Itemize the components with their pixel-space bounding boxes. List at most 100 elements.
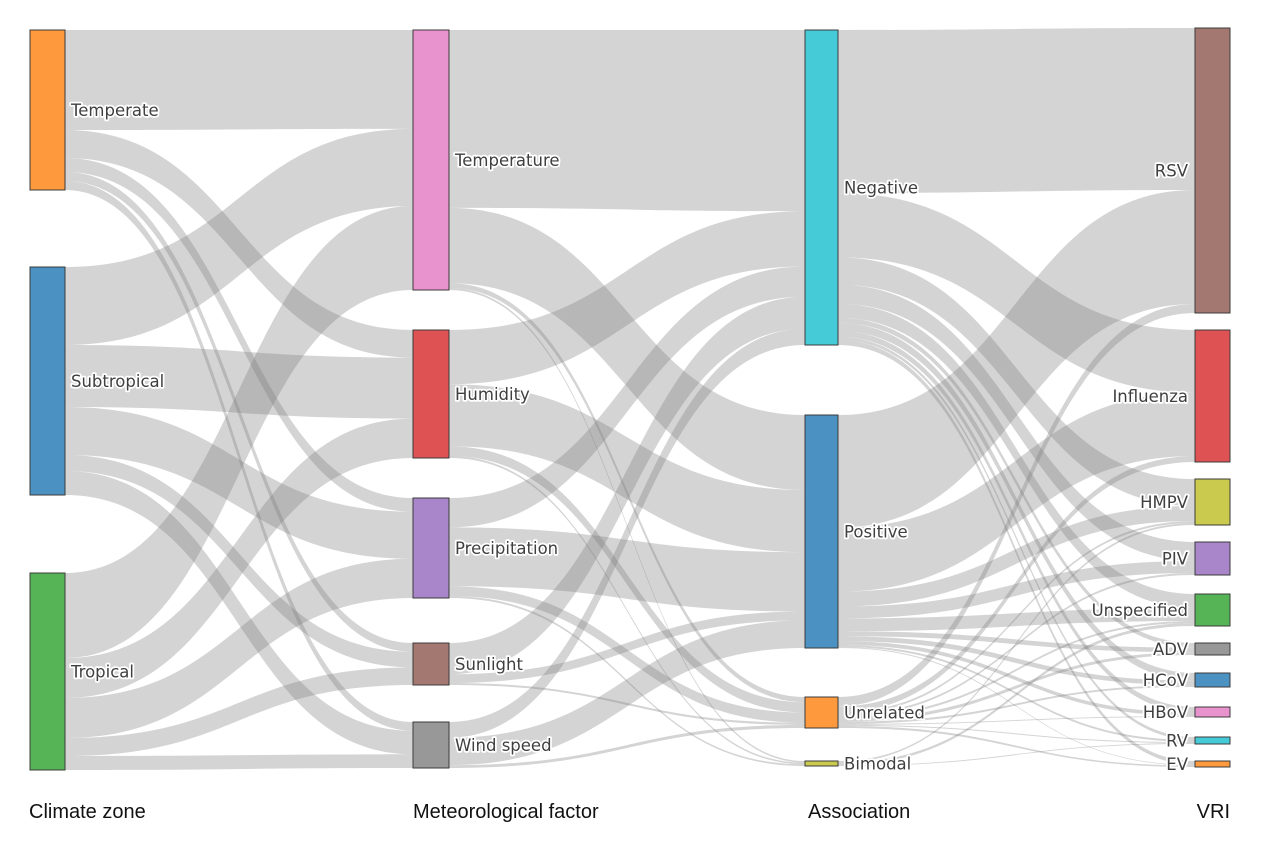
node-label-adv: ADV — [1153, 640, 1189, 659]
link-precipitation-positive — [449, 527, 805, 612]
link-tropical-sunlight — [65, 667, 413, 756]
link-unrelated-influenza — [838, 456, 1195, 713]
link-temperature-bimodal — [449, 288, 805, 763]
node-hcov[interactable] — [1194, 672, 1231, 688]
link-temperature-positive — [449, 207, 805, 490]
column-caption-climate-zone: Climate zone — [29, 801, 146, 823]
link-unrelated-hcov — [838, 685, 1195, 724]
link-temperate-temperature — [65, 30, 413, 130]
node-rv[interactable] — [1194, 736, 1231, 745]
sankey-links — [65, 28, 1195, 770]
node-unspecified[interactable] — [1194, 593, 1231, 627]
node-humidity[interactable] — [412, 329, 450, 459]
node-hmpv[interactable] — [1194, 478, 1231, 526]
node-piv[interactable] — [1194, 541, 1231, 576]
node-label-influenza: Influenza — [1112, 387, 1188, 406]
node-bimodal[interactable] — [804, 760, 839, 767]
node-label-negative: Negative — [844, 178, 918, 197]
node-tropical[interactable] — [29, 572, 66, 771]
node-label-subtropical: Subtropical — [71, 372, 164, 391]
node-label-sunlight: Sunlight — [455, 655, 523, 674]
node-label-hcov: HCoV — [1143, 671, 1189, 690]
node-precipitation[interactable] — [412, 497, 450, 599]
node-label-hbov: HBoV — [1143, 703, 1189, 722]
link-subtropical-wind-speed — [65, 471, 413, 755]
link-wind-speed-negative — [449, 328, 805, 738]
node-rsv[interactable] — [1194, 27, 1231, 314]
link-negative-rv — [838, 336, 1195, 740]
node-label-temperate: Temperate — [70, 101, 159, 120]
link-sunlight-negative — [449, 296, 805, 675]
link-negative-hbov — [838, 330, 1195, 713]
node-label-temperature: Temperature — [454, 151, 560, 170]
column-caption-association: Association — [808, 801, 911, 823]
link-negative-ev — [838, 340, 1195, 765]
link-positive-rv — [838, 645, 1195, 742]
node-label-unspecified: Unspecified — [1092, 601, 1188, 620]
link-sunlight-unrelated — [449, 683, 805, 725]
link-wind-speed-positive — [449, 620, 805, 766]
link-negative-rsv — [838, 28, 1195, 193]
node-label-precipitation: Precipitation — [455, 539, 558, 558]
link-unrelated-ev — [838, 725, 1195, 767]
link-precipitation-negative — [449, 266, 805, 528]
link-subtropical-sunlight — [65, 455, 413, 668]
node-unrelated[interactable] — [804, 696, 839, 729]
node-label-wind-speed: Wind speed — [455, 736, 552, 755]
link-tropical-humidity — [65, 418, 413, 698]
link-unrelated-hbov — [838, 716, 1195, 725]
link-unrelated-rv — [838, 724, 1195, 743]
node-influenza[interactable] — [1194, 329, 1231, 463]
link-humidity-negative — [449, 211, 805, 385]
link-subtropical-humidity — [65, 345, 413, 419]
link-positive-adv — [838, 631, 1195, 653]
node-temperate[interactable] — [29, 29, 66, 191]
node-wind-speed[interactable] — [412, 721, 450, 769]
link-unrelated-rsv — [838, 304, 1195, 707]
link-positive-unspecified — [838, 608, 1195, 632]
link-bimodal-hmpv — [838, 523, 1195, 763]
node-label-bimodal: Bimodal — [844, 754, 911, 773]
node-label-rv: RV — [1166, 731, 1189, 750]
link-unrelated-unspecified — [838, 621, 1195, 719]
link-unrelated-hmpv — [838, 521, 1195, 715]
link-positive-hmpv — [838, 506, 1195, 607]
link-tropical-precipitation — [65, 558, 413, 738]
link-subtropical-temperature — [65, 128, 413, 345]
node-temperature[interactable] — [412, 29, 450, 291]
node-label-piv: PIV — [1162, 549, 1189, 568]
node-ev[interactable] — [1194, 760, 1231, 768]
node-adv[interactable] — [1194, 642, 1231, 656]
link-positive-influenza — [838, 392, 1195, 592]
link-unrelated-adv — [838, 652, 1195, 722]
link-positive-hbov — [838, 641, 1195, 717]
node-sunlight[interactable] — [412, 642, 450, 686]
node-label-positive: Positive — [844, 522, 908, 541]
link-temperate-wind-speed — [65, 181, 413, 731]
link-positive-rsv — [838, 190, 1195, 528]
node-subtropical[interactable] — [29, 266, 66, 496]
link-tropical-temperature — [65, 206, 413, 658]
link-bimodal-unspecified — [838, 623, 1195, 766]
node-label-hmpv: HMPV — [1140, 493, 1189, 512]
link-temperature-unrelated — [449, 283, 805, 703]
link-negative-influenza — [838, 193, 1195, 393]
link-negative-unspecified — [838, 303, 1195, 608]
link-precipitation-unrelated — [449, 586, 805, 723]
node-hbov[interactable] — [1194, 706, 1231, 718]
node-label-rsv: RSV — [1155, 161, 1189, 180]
link-humidity-positive — [449, 384, 805, 553]
link-positive-ev — [838, 647, 1195, 766]
link-temperate-humidity — [65, 130, 413, 358]
link-negative-piv — [838, 284, 1195, 561]
sankey-nodes — [29, 27, 1231, 771]
link-positive-hcov — [838, 636, 1195, 686]
link-positive-piv — [838, 561, 1195, 619]
link-humidity-bimodal — [449, 456, 805, 765]
column-caption-meteorological-factor: Meteorological factor — [413, 801, 599, 823]
sankey-node-labels: TemperateSubtropicalTropicalTemperatureH… — [68, 99, 1190, 776]
node-positive[interactable] — [804, 414, 839, 649]
node-negative[interactable] — [804, 29, 839, 346]
link-wind-speed-unrelated — [449, 724, 805, 768]
